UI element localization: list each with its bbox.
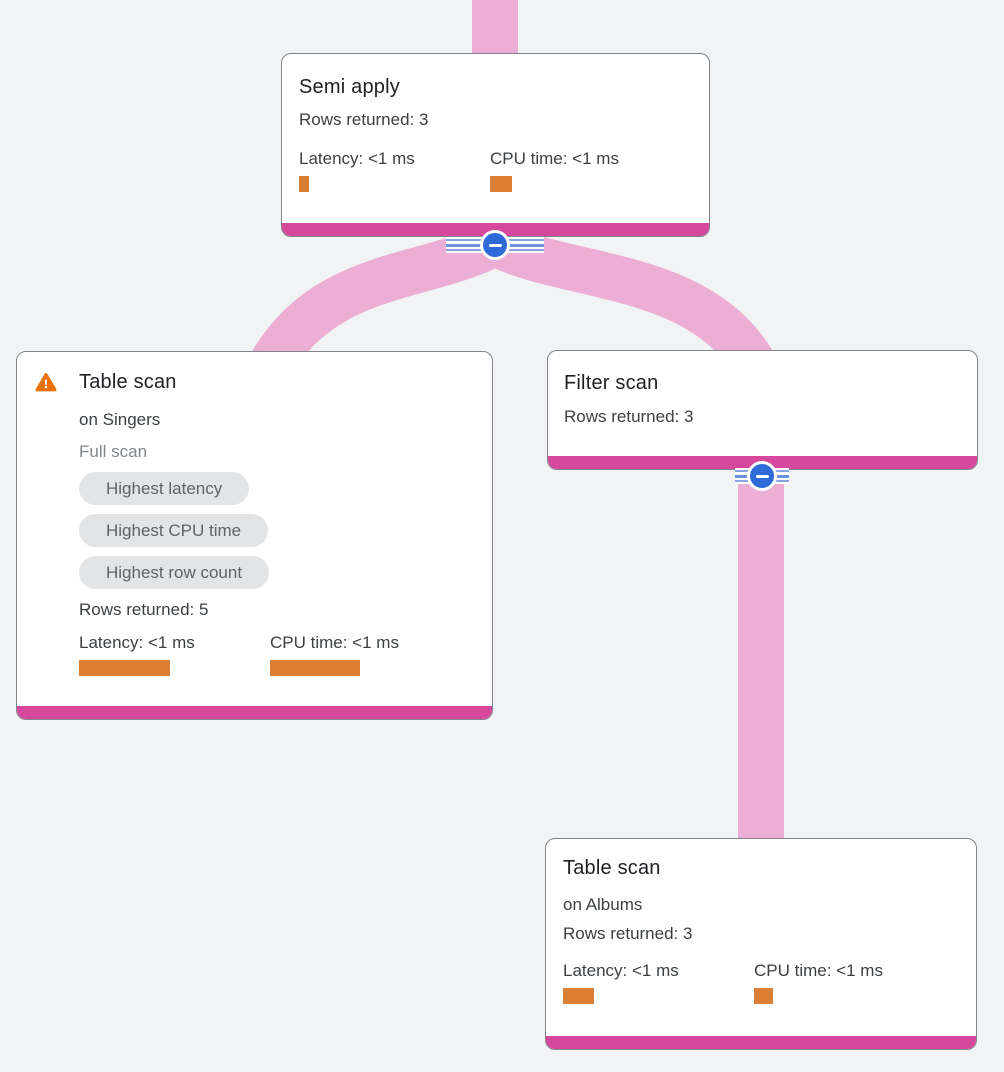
scan-type-text: Full scan [79, 442, 148, 461]
node-title: Table scan [79, 371, 177, 393]
rows-returned-text: Rows returned: 3 [299, 110, 429, 129]
badge-highest-latency: Highest latency [79, 472, 250, 505]
latency-bar [79, 660, 170, 676]
node-title: Table scan [563, 857, 661, 879]
edge-semi-apply-to-filter-scan [491, 224, 778, 382]
latency-label: Latency: <1 ms [79, 633, 195, 652]
cpu-time-bar [754, 988, 773, 1004]
rows-returned-text: Rows returned: 3 [563, 924, 693, 943]
warning-triangle-icon [35, 373, 57, 392]
node-table-scan-albums[interactable]: Table scan on Albums Rows returned: 3 La… [545, 838, 977, 1050]
node-accent-bar [282, 223, 709, 236]
cpu-time-bar [270, 660, 360, 676]
cpu-time-label: CPU time: <1 ms [490, 149, 619, 168]
node-table-scan-singers[interactable]: Table scan on Singers Full scan Highest … [16, 351, 493, 720]
node-subtitle: on Singers [79, 410, 161, 429]
node-accent-bar [17, 706, 492, 719]
node-title: Filter scan [564, 372, 659, 394]
node-filter-scan[interactable]: Filter scan Rows returned: 3 [547, 350, 978, 470]
node-title: Semi apply [299, 76, 400, 98]
node-subtitle: on Albums [563, 895, 643, 914]
collapse-button-filter-scan[interactable] [735, 461, 789, 491]
latency-label: Latency: <1 ms [299, 149, 415, 168]
node-semi-apply[interactable]: Semi apply Rows returned: 3 Latency: <1 … [281, 53, 710, 237]
latency-bar [299, 176, 309, 192]
collapse-button-semi-apply[interactable] [446, 230, 544, 260]
node-accent-bar [546, 1036, 976, 1049]
edge-semi-apply-to-table-scan-singers [247, 225, 500, 382]
collapse-minus-icon [480, 230, 510, 260]
rows-returned-text: Rows returned: 5 [79, 600, 209, 619]
badge-highest-row-count: Highest row count [79, 556, 270, 589]
cpu-time-bar [490, 176, 512, 192]
cpu-time-label: CPU time: <1 ms [754, 961, 883, 980]
collapse-minus-icon [747, 461, 777, 491]
rows-returned-text: Rows returned: 3 [564, 407, 694, 426]
latency-bar [563, 988, 594, 1004]
badge-highest-cpu-time: Highest CPU time [79, 514, 269, 547]
latency-label: Latency: <1 ms [563, 961, 679, 980]
cpu-time-label: CPU time: <1 ms [270, 633, 399, 652]
